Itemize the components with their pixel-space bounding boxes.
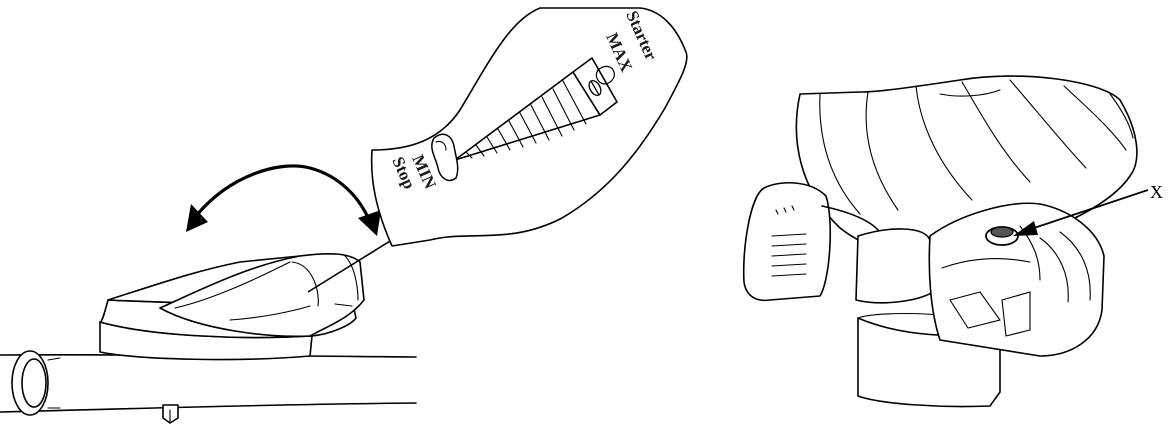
engine-illustration: X (744, 76, 1163, 406)
callout-x-label: X (1150, 182, 1163, 202)
fuel-cap (986, 227, 1018, 245)
handle-tube (0, 351, 416, 423)
throttle-decal: Starter MAX MIN Stop (372, 8, 687, 246)
throttle-lever-illustration: Starter MAX MIN Stop (0, 8, 687, 423)
double-arrow-icon (186, 166, 381, 236)
